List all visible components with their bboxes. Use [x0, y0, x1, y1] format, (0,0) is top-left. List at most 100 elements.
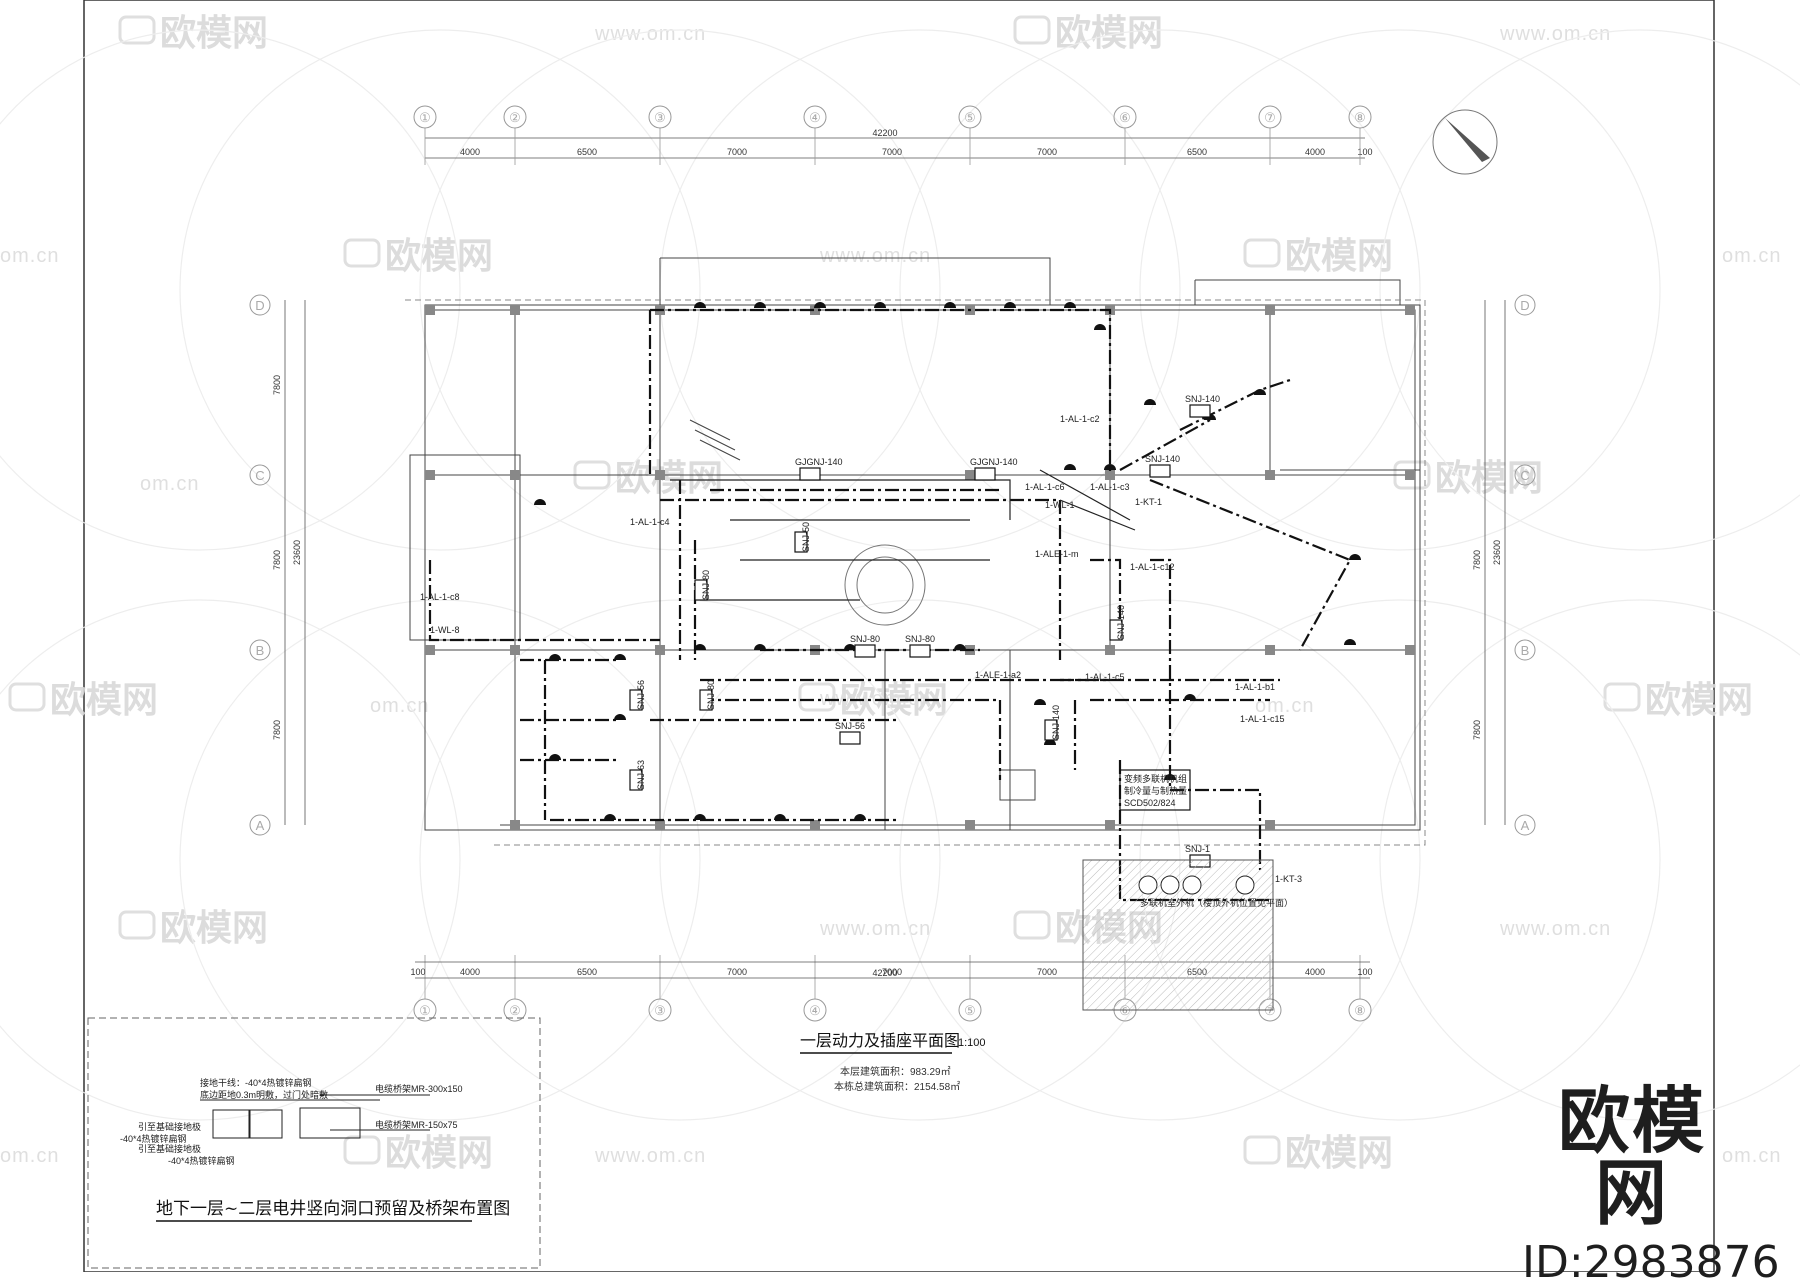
watermark-arc — [0, 599, 461, 1121]
socket-outlet-icon — [1164, 774, 1176, 780]
plan-title-block: 一层动力及插座平面图 1:100 本层建筑面积：983.29㎡ 本栋总建筑面积：… — [800, 1031, 986, 1093]
detail-note-6: -40*4热镀锌扁钢 — [168, 1155, 235, 1166]
ac-unit-icon — [694, 579, 708, 601]
socket-outlet-icon — [814, 302, 826, 308]
watermark-layer: 欧模网欧模网欧模网欧模网欧模网欧模网欧模网欧模网欧模网欧模网欧模网欧模网欧模网w… — [0, 12, 1800, 1173]
grid-label: ④ — [809, 1003, 821, 1018]
watermark-url: www.om.cn — [819, 245, 931, 267]
dimension-span: 4000 — [1305, 147, 1325, 157]
grid-label: A — [1521, 818, 1530, 833]
detail-inset: 接地干线：-40*4热镀锌扁钢 底边距地0.3m明敷，过门处暗敷 引至基础接地极… — [87, 1017, 541, 1269]
equipment-label: SNJ-80 — [706, 680, 716, 710]
dimension-span: 7000 — [1037, 147, 1057, 157]
detail-note-3: 引至基础接地极 — [138, 1121, 201, 1132]
dimension-span: 6500 — [1187, 147, 1207, 157]
north-arrow-icon — [1432, 109, 1498, 175]
grid-bubble — [1514, 294, 1536, 316]
socket-circuits — [670, 469, 1136, 601]
column — [510, 820, 520, 830]
grid-label: A — [256, 818, 265, 833]
socket-outlet-icon — [549, 654, 561, 660]
circuit-label: 1-WL-1 — [1045, 500, 1075, 510]
socket-outlet-icon — [534, 499, 546, 505]
ac-unit-icon — [909, 644, 931, 658]
column — [1405, 470, 1415, 480]
machine-room-line-3: SCD502/824 — [1124, 798, 1176, 808]
socket-outlet-icon — [1184, 694, 1196, 700]
ac-unit-icon — [699, 689, 713, 711]
grid-bubble — [249, 639, 271, 661]
left-span-3: 7800 — [272, 720, 282, 740]
socket-outlet-icon — [944, 302, 956, 308]
socket-outlet-icon — [1344, 639, 1356, 645]
equipment-label: SNJ-140 — [1185, 394, 1220, 404]
equipment-label: SNJ-140 — [1145, 454, 1180, 464]
watermark-logo-icon — [1013, 15, 1051, 45]
equipment-label: GJGNJ-140 — [795, 457, 843, 467]
socket-outlet-icon — [694, 814, 706, 820]
grid-label: ⑥ — [1119, 110, 1131, 125]
machine-room-panel: 变频多联机机组 制冷量与制热量 SCD502/824 — [1119, 769, 1191, 811]
dimension-span: 4000 — [460, 967, 480, 977]
column — [810, 820, 820, 830]
watermark-url: om.cn — [1722, 1145, 1781, 1167]
circuit-label: 1-ALE-1-a2 — [975, 670, 1021, 680]
grid-bubble — [1514, 814, 1536, 836]
ac-unit-icon — [1109, 619, 1123, 641]
circuit-label: 1-AL-1-c8 — [420, 592, 460, 602]
column — [655, 470, 665, 480]
detail-note-1: 接地干线：-40*4热镀锌扁钢 — [200, 1077, 312, 1088]
column — [1105, 645, 1115, 655]
socket-outlet-icon — [1094, 324, 1106, 330]
socket-outlet-icon — [774, 814, 786, 820]
plan-title: 一层动力及插座平面图 — [800, 1031, 960, 1050]
equipment-label: SNJ-56 — [636, 680, 646, 710]
watermark-url: www.om.cn — [819, 918, 931, 940]
bottom-total-dimension: 42200 — [872, 968, 897, 978]
watermark-logo-icon — [118, 15, 156, 45]
dimension-span: 7000 — [1037, 967, 1057, 977]
equipment-label: SNJ-50 — [801, 522, 811, 552]
ac-unit-icon — [1044, 719, 1058, 741]
watermark-brand: 欧模网 — [1055, 12, 1163, 53]
column — [425, 470, 435, 480]
grid-label: ⑦ — [1264, 110, 1276, 125]
outdoor-unit-note: 多联机室外机（楼顶外机位置见平面） — [1140, 897, 1293, 908]
grid-label: ⑧ — [1354, 110, 1366, 125]
socket-outlet-icon — [1064, 464, 1076, 470]
watermark-logo-icon — [1243, 1135, 1281, 1165]
watermark-url: om.cn — [370, 695, 429, 717]
sheet-border — [83, 0, 1715, 1272]
dimension-span: 7000 — [882, 147, 902, 157]
watermark-arc — [1379, 599, 1800, 1121]
equipment-label: SNJ-140 — [1116, 605, 1126, 640]
socket-outlet-icon — [1034, 699, 1046, 705]
left-total-dimension: 23600 — [292, 540, 302, 565]
circuit-label: 1-ALE-1-m — [1035, 549, 1079, 559]
circuit-label: 1-AL-1-c3 — [1090, 482, 1130, 492]
column — [1405, 645, 1415, 655]
column — [425, 645, 435, 655]
watermark-url: om.cn — [0, 245, 59, 267]
circuit-label-layer: 1-AL-1-c21-AL-1-c31-AL-1-c41-AL-1-c51-AL… — [420, 414, 1302, 884]
column — [510, 305, 520, 315]
building-walls — [405, 257, 1426, 846]
watermark-url: om.cn — [1722, 245, 1781, 267]
watermark-brand: 欧模网 — [385, 1132, 493, 1173]
watermark-arc — [1139, 29, 1661, 551]
watermark-logo-icon — [1603, 682, 1641, 712]
socket-outlet-icon — [614, 654, 626, 660]
column — [655, 645, 665, 655]
watermark-logo-icon — [1243, 238, 1281, 268]
equipment-label: SNJ-1 — [1185, 844, 1210, 854]
dimension-span: 7000 — [727, 147, 747, 157]
socket-outlet-icon — [754, 302, 766, 308]
socket-outlet-icon — [1104, 464, 1116, 470]
circular-atrium — [844, 544, 926, 626]
detail-title: 地下一层~二层电井竖向洞口预留及桥架布置图 — [156, 1199, 510, 1219]
equipment-label: SNJ-56 — [835, 721, 865, 731]
